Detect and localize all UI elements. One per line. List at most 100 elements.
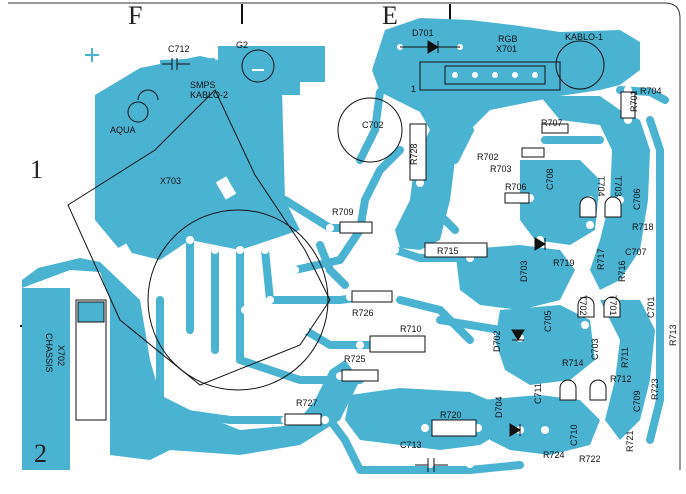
d701-symbol: [400, 40, 460, 54]
component-label-d704: D704: [494, 396, 504, 418]
x702-label: X702: [56, 345, 66, 366]
d703-symbol: [534, 237, 546, 251]
g2-label: G2: [236, 40, 248, 50]
r715-body: [424, 242, 488, 258]
kablo1-label: KABLO-1: [565, 32, 603, 42]
grid-label-e: E: [382, 1, 398, 30]
component-label-r720: R720: [440, 410, 462, 420]
t-symbol: [559, 379, 577, 401]
component-label-c709: C709: [632, 390, 642, 412]
component-label-c702: C702: [362, 120, 384, 130]
fiducial-mark: [85, 48, 99, 62]
component-label-d703: D703: [519, 260, 529, 282]
component-label-d701: D701: [412, 28, 434, 38]
component-label-r722: R722: [579, 454, 601, 464]
component-label-d702: D702: [492, 330, 502, 352]
t704-symbol: [579, 196, 597, 218]
component-label-c707: C707: [625, 247, 647, 257]
component-label-c705: C705: [543, 310, 553, 332]
component-label-r718: R718: [632, 222, 654, 232]
d704-symbol: [509, 423, 521, 437]
component-label-r701: R701: [629, 90, 639, 112]
component-label-t702: T702: [578, 295, 588, 316]
component-label-r711: R711: [620, 347, 630, 368]
connector-labels: RGB X701 KABLO-1 X703 SMPS KABLO-2 AQUA …: [44, 32, 603, 373]
t701-symbol: [603, 296, 621, 318]
component-label-c711: C711: [533, 383, 543, 404]
smps-label: SMPS: [190, 80, 216, 90]
component-label-r715: R715: [437, 246, 459, 256]
r709-body: [339, 221, 373, 234]
kablo2-label: KABLO-2: [190, 90, 228, 100]
t702-symbol: [577, 296, 595, 318]
component-label-c701: C701: [646, 296, 656, 318]
component-label-c703: C703: [590, 338, 600, 360]
x701-name: X701: [496, 44, 517, 54]
component-label-t703: T703: [613, 176, 623, 197]
component-label-t701: T701: [608, 295, 618, 316]
r727-body: [284, 413, 322, 426]
grid-label-2: 2: [34, 439, 47, 468]
r710-body: [369, 335, 426, 353]
component-label-r706: R706: [505, 182, 527, 192]
component-label-r725: R725: [344, 354, 366, 364]
component-label-r704: R704: [640, 86, 662, 96]
x701-desc: RGB: [498, 34, 518, 44]
component-label-r728: R728: [409, 143, 419, 165]
component-label-c706: C706: [632, 188, 642, 210]
grid-label-1: 1: [30, 155, 43, 184]
component-label-r721: R721: [625, 430, 635, 452]
component-label-r724: R724: [543, 450, 565, 460]
component-label-r713: R713: [668, 324, 678, 346]
r728-body: [409, 123, 427, 181]
component-label-c708: C708: [545, 168, 555, 190]
c712-symbol: [162, 58, 190, 70]
component-label-t704: T704: [596, 176, 606, 197]
component-label-r710: R710: [400, 324, 422, 334]
component-label-r714: R714: [562, 358, 584, 368]
component-label-r712: R712: [610, 374, 632, 384]
component-label-r723: R723: [650, 378, 660, 400]
c713-symbol: [415, 458, 448, 472]
kablo1-outline: [555, 40, 605, 90]
r726-body: [351, 290, 393, 303]
component-label-r702: R702: [477, 152, 499, 162]
component-label-r726: R726: [352, 308, 374, 318]
component-label-c710: C710: [569, 424, 579, 446]
t703-symbol: [604, 196, 622, 218]
component-label-c713: C713: [400, 440, 422, 450]
r720-body: [431, 419, 477, 437]
x701-outline: [419, 61, 561, 91]
r707-body: [541, 123, 569, 134]
copper-layer: [22, 18, 655, 470]
chassis-label: CHASSIS: [44, 333, 54, 373]
smps-coil: [127, 89, 159, 123]
component-label-r703: R703: [490, 164, 512, 174]
silkscreen: [67, 40, 636, 472]
x703-socket-circle: [147, 209, 329, 391]
grid-label-f: F: [128, 1, 142, 30]
r706-body: [504, 192, 530, 204]
x703-outline: [67, 89, 331, 386]
component-label-c712: C712: [168, 44, 190, 54]
component-label-r717: R717: [596, 248, 606, 270]
component-label-r727: R727: [296, 398, 318, 408]
t-symbol: [589, 379, 607, 401]
r725-body: [341, 369, 379, 382]
c702-outline: [337, 97, 403, 163]
x703-label: X703: [160, 176, 181, 186]
component-label-r716: R716: [617, 260, 627, 282]
grid-labels: F E 1 2: [30, 1, 398, 468]
r702-body: [521, 147, 545, 158]
component-label-r707: R707: [541, 118, 563, 128]
d702-symbol: [511, 329, 525, 341]
aqua-label: AQUA: [110, 125, 136, 135]
g2-outline: [241, 49, 275, 83]
r701-body: [620, 91, 636, 119]
board-outline: [8, 2, 681, 470]
component-label-r719: R719: [553, 258, 575, 268]
x701-pin1-label: 1: [411, 84, 416, 94]
